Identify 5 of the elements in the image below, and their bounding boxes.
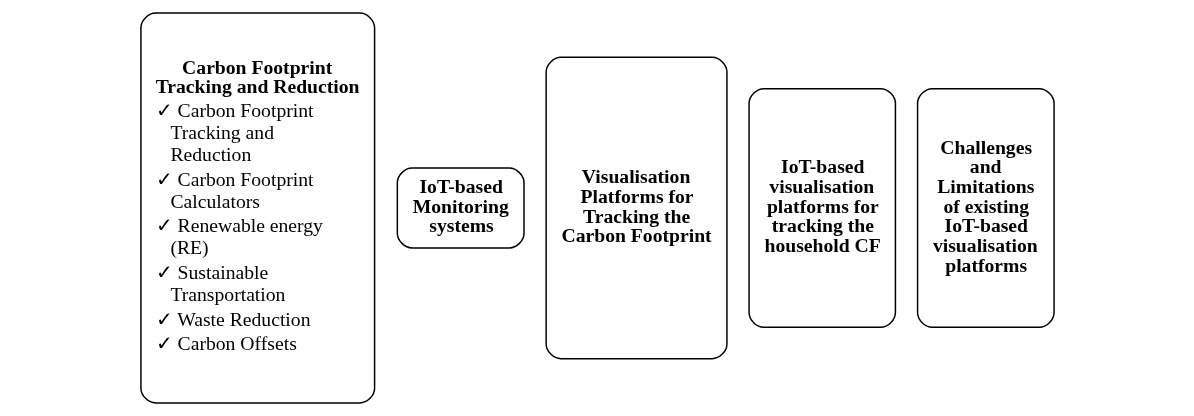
node-box: IoT-based Monitoring systems bbox=[396, 167, 525, 249]
node-box: IoT-based visualisation platforms for tracking the household CF bbox=[747, 87, 896, 329]
node-box: Visualisation Platforms for Tracking the Carbon Footprint bbox=[544, 56, 728, 360]
node-box: Challenges and Limitations of existing IoT-based visualisation platforms bbox=[916, 87, 1055, 329]
node-box: Carbon Footprint Tracking and Reduction ✓ Carbon Footprint Tracking and Reduction ✓ Carbon Footprint Calculators ✓ Renewable energy (RE) ✓ Sustainable Transportation ✓ Waste Reduction ✓ Carbon Offsets bbox=[139, 12, 375, 404]
